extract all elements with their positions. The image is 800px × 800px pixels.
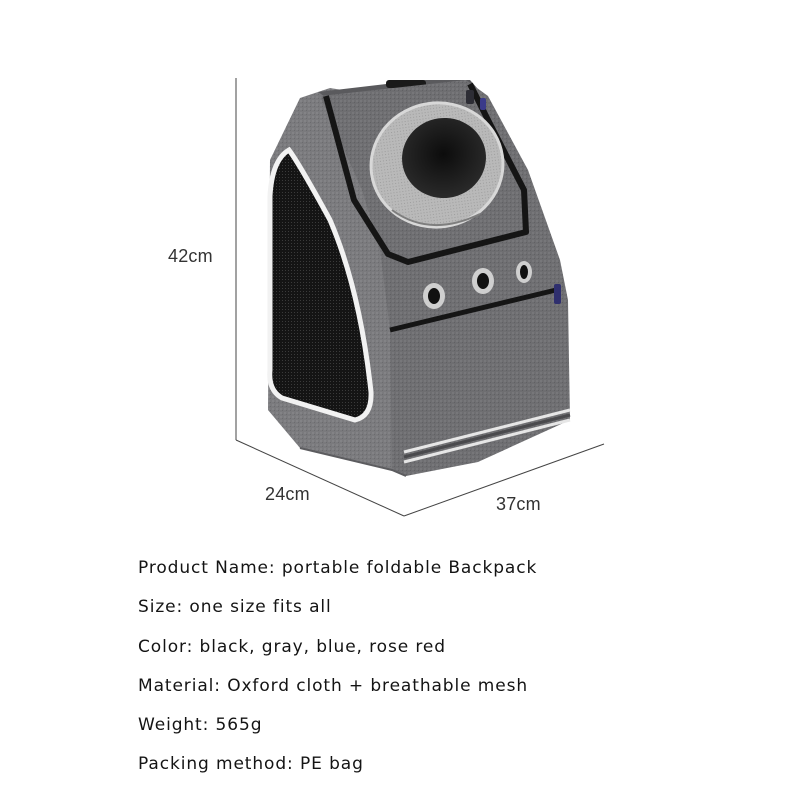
vent-grommets <box>423 261 532 309</box>
spec-size: Size: one size fits all <box>138 597 332 618</box>
spec-material: Material: Oxford cloth + breathable mesh <box>138 675 529 696</box>
front-pocket-zipper <box>389 287 557 333</box>
zipper-pull-top <box>466 90 486 110</box>
spec-product-name: Product Name: portable foldable Backpack <box>138 558 538 578</box>
side-mesh-window <box>267 146 374 423</box>
bubble-porthole <box>369 101 505 229</box>
depth-dimension-label: 24cm <box>265 484 310 504</box>
dimension-lines <box>235 78 605 517</box>
depth-line <box>235 439 405 517</box>
product-spec-list: Product Name: portable foldable Backpack… <box>138 555 758 791</box>
spec-weight: Weight: 565g <box>138 715 263 736</box>
reflective-strips <box>403 408 571 464</box>
height-dimension-label: 42cm <box>168 246 213 266</box>
spec-packing-method: Packing method: PE bag <box>138 754 364 775</box>
spec-color: Color: black, gray, blue, rose red <box>138 636 446 657</box>
width-dimension-label: 37cm <box>496 494 541 514</box>
zipper-pull-pocket <box>554 284 561 304</box>
width-line <box>403 443 605 517</box>
